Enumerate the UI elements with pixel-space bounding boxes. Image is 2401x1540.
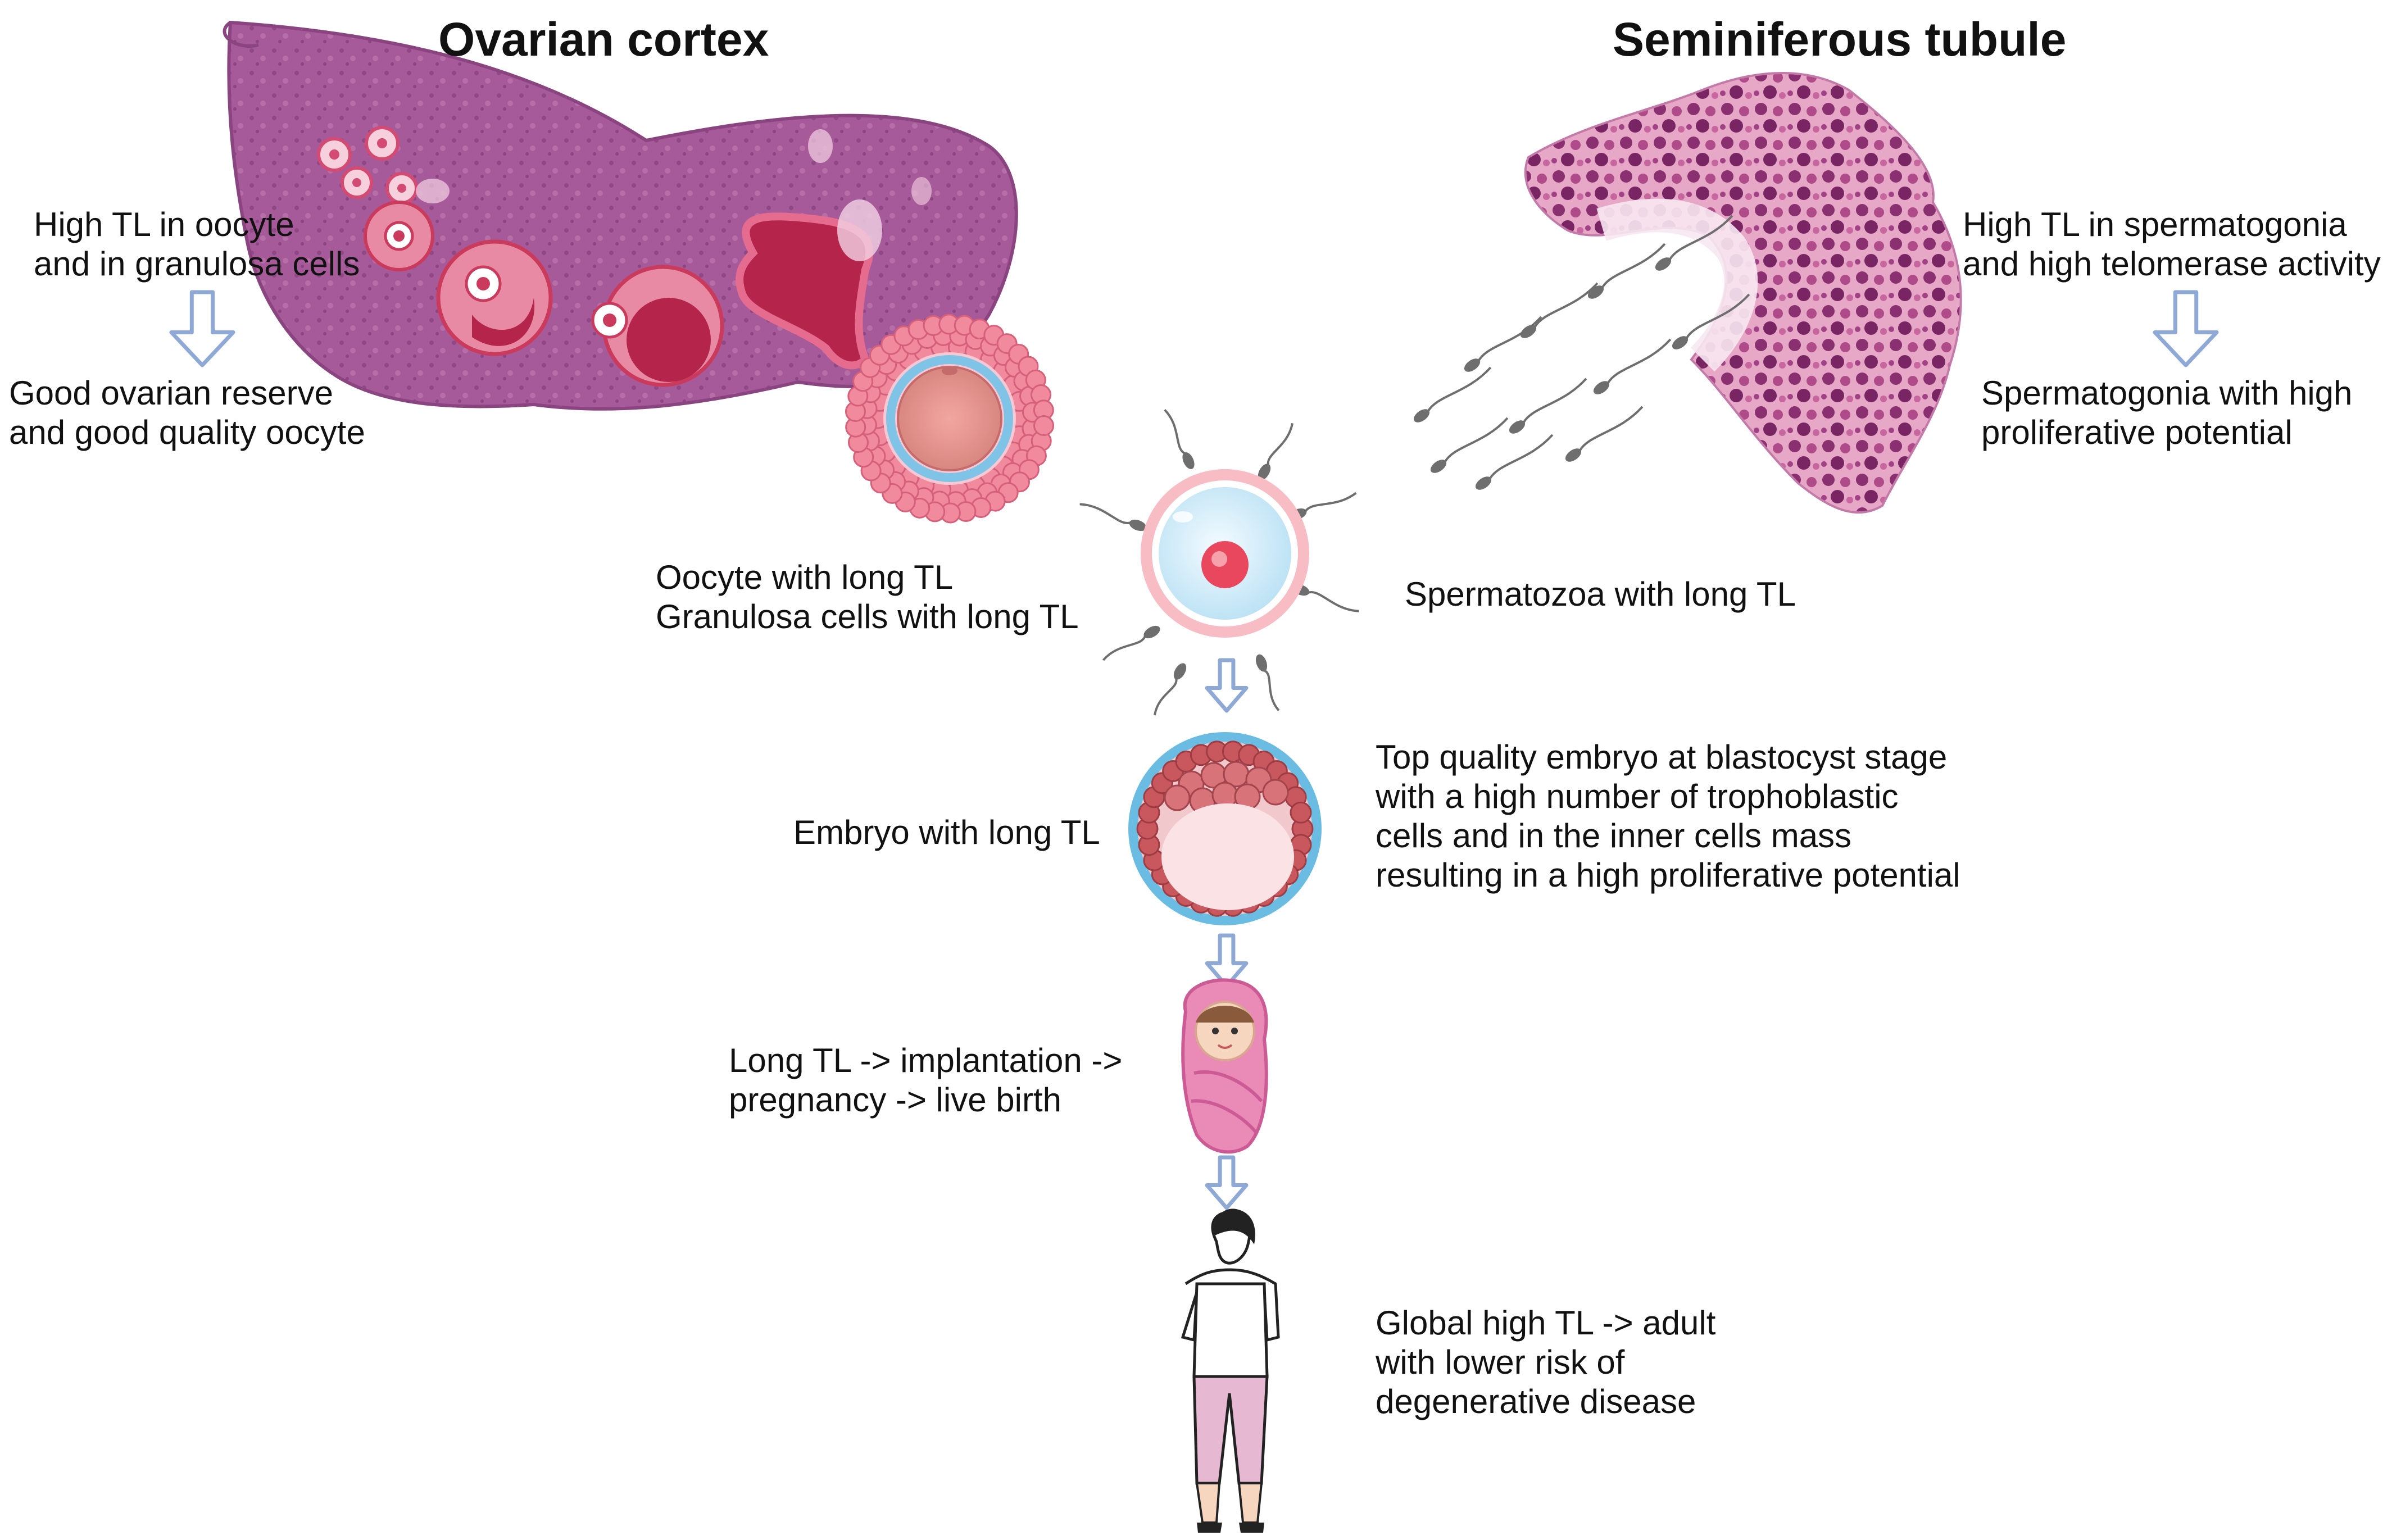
ovary-tl-label: High TL in oocyte and in granulosa cells	[34, 205, 360, 284]
sperm-cell	[1102, 625, 1160, 661]
spermatozoa-label: Spermatozoa with long TL	[1405, 575, 1796, 613]
sperm-cell	[1258, 423, 1293, 480]
sperm-cell	[1154, 663, 1187, 716]
ovary-tl-line: and in granulosa cells	[34, 245, 360, 283]
blastocyst-description-line: resulting in a high proliferative potent…	[1376, 856, 1960, 894]
live-birth-line: pregnancy -> live birth	[729, 1081, 1061, 1119]
baby-image	[1181, 978, 1268, 1154]
sperm-cell	[1079, 503, 1147, 531]
inner-cell-mass-cell	[1262, 779, 1289, 806]
down-arrow-icon	[2153, 290, 2219, 367]
adult-outcome-line: degenerative disease	[1376, 1383, 1696, 1420]
flow-arrows	[169, 290, 2219, 1210]
blastocyst-image	[1128, 732, 1322, 925]
fertilized-oocyte-image	[1141, 469, 1309, 638]
testis-tl-line: and high telomerase activity	[1963, 245, 2381, 283]
spermatogonia-potential-line: proliferative potential	[1981, 414, 2293, 451]
blastocyst-description-line: Top quality embryo at blastocyst stage	[1376, 738, 1948, 776]
sperm-cell	[1593, 338, 1672, 394]
ovulated-oocyte-image	[845, 314, 1055, 524]
live-birth-label: Long TL -> implantation -> pregnancy -> …	[729, 1041, 1122, 1120]
down-arrow-icon	[1205, 933, 1249, 988]
ovary-tl-line: High TL in oocyte	[34, 206, 294, 243]
blastocyst-description-line: with a high number of trophoblastic	[1376, 778, 1899, 815]
embryo-label: Embryo with long TL	[793, 814, 1100, 851]
spermatogonia-potential-line: Spermatogonia with high	[1981, 374, 2353, 412]
sperm-cell	[1413, 366, 1492, 423]
adult-outcome-line: Global high TL -> adult	[1376, 1304, 1716, 1342]
sperm-cell	[1655, 215, 1733, 271]
spermatozoa-image	[1079, 215, 1750, 716]
adult-outcome-line: with lower risk of	[1376, 1343, 1625, 1381]
testis-tl-line: High TL in spermatogonia	[1963, 206, 2347, 243]
spermatogonia-potential-label: Spermatogonia with high proliferative po…	[1981, 374, 2352, 452]
down-arrow-icon	[1205, 658, 1249, 713]
adult-outcome-label: Global high TL -> adult with lower risk …	[1376, 1303, 1715, 1421]
ovarian-reserve-line: Good ovarian reserve	[9, 374, 333, 412]
testis-tl-label: High TL in spermatogonia and high telome…	[1963, 205, 2381, 284]
sperm-cell	[1587, 243, 1666, 299]
sperm-cell	[1672, 293, 1750, 349]
seminiferous-tubule-image	[1524, 72, 1962, 514]
ovarian-reserve-label: Good ovarian reserve and good quality oo…	[9, 374, 365, 452]
oocyte-granulosa-line: Oocyte with long TL	[656, 558, 954, 596]
trophoblast-cell	[1290, 801, 1312, 824]
sperm-cell	[1475, 434, 1554, 490]
granulosa-cell	[1033, 415, 1055, 437]
sperm-cell	[1255, 654, 1280, 711]
oocyte-granulosa-line: Granulosa cells with long TL	[656, 598, 1079, 635]
down-arrow-icon	[1205, 1155, 1249, 1210]
sperm-cell	[1509, 378, 1587, 434]
inner-cell-mass-cell	[1164, 784, 1191, 811]
ovarian-cortex-image	[223, 20, 1018, 411]
sperm-cell	[1164, 408, 1195, 469]
live-birth-line: Long TL -> implantation ->	[729, 1042, 1123, 1079]
ovarian-cortex-title: Ovarian cortex	[438, 13, 769, 66]
adult-woman-image	[1181, 1209, 1280, 1533]
oocyte-granulosa-label: Oocyte with long TL Granulosa cells with…	[656, 558, 1079, 637]
down-arrow-icon	[169, 290, 235, 367]
blastocyst-description-line: cells and in the inner cells mass	[1376, 817, 1852, 855]
blastocyst-description: Top quality embryo at blastocyst stage w…	[1376, 738, 1960, 895]
sperm-cell	[1565, 406, 1644, 462]
seminiferous-tubule-title: Seminiferous tubule	[1613, 13, 2067, 66]
sperm-cell	[1430, 417, 1509, 473]
sperm-cell	[1464, 316, 1542, 372]
sperm-cell	[1520, 282, 1599, 338]
ovarian-reserve-line: and good quality oocyte	[9, 414, 365, 451]
